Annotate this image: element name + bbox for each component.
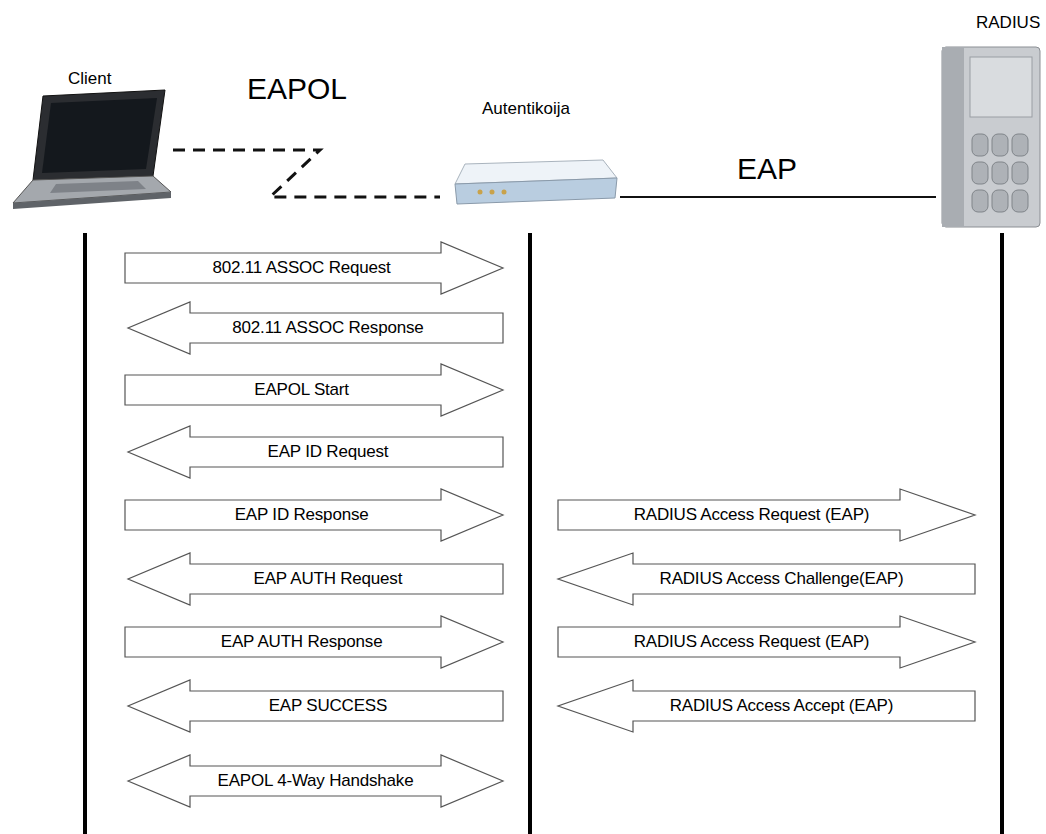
server-vent xyxy=(1012,134,1028,156)
message-label: EAPOL 4-Way Handshake xyxy=(218,766,414,796)
server-vent xyxy=(992,134,1008,156)
server-side xyxy=(942,47,964,227)
server-vent xyxy=(972,162,988,184)
message-label: EAP SUCCESS xyxy=(269,691,387,721)
lifeline xyxy=(528,233,532,834)
message-arrow: RADIUS Access Challenge(EAP) xyxy=(558,553,975,605)
arrow-outline xyxy=(128,680,503,732)
lifeline xyxy=(83,233,87,834)
participant: Autentikoija xyxy=(440,98,620,206)
message-label: RADIUS Access Accept (EAP) xyxy=(670,691,893,721)
server-tower xyxy=(942,47,1040,227)
message-label: EAP AUTH Request xyxy=(254,564,403,594)
link-label: EAPOL xyxy=(245,72,349,106)
message-label: EAP ID Request xyxy=(268,437,389,467)
server-vent xyxy=(992,162,1008,184)
message-arrow: RADIUS Access Accept (EAP) xyxy=(558,680,975,732)
message-label: RADIUS Access Request (EAP) xyxy=(634,500,870,530)
server-vent xyxy=(1012,162,1028,184)
message-label: RADIUS Access Challenge(EAP) xyxy=(660,564,904,594)
arrow-outline xyxy=(558,616,975,668)
arrow-outline xyxy=(125,364,503,416)
router-front xyxy=(455,178,617,204)
server-vent xyxy=(992,190,1008,212)
arrow-outline xyxy=(128,426,503,478)
router-led xyxy=(502,190,507,195)
wired-link xyxy=(620,196,936,198)
wireless-link xyxy=(173,150,440,197)
laptop-screen xyxy=(42,98,157,173)
server-bays xyxy=(970,57,1032,117)
participant-name: RADIUS xyxy=(976,12,1040,34)
arrow-outline xyxy=(558,489,975,541)
laptop-icon xyxy=(8,68,173,210)
arrow-outline xyxy=(558,553,975,605)
participant: RADIUS xyxy=(936,12,1044,230)
message-arrow: RADIUS Access Request (EAP) xyxy=(558,616,975,668)
laptop-edge xyxy=(13,192,171,209)
arrow-outline xyxy=(125,616,503,668)
server-vent xyxy=(972,134,988,156)
message-label: 802.11 ASSOC Response xyxy=(232,313,423,343)
router-led xyxy=(490,190,495,195)
message-arrow: EAPOL Start xyxy=(125,364,503,416)
arrow-outline xyxy=(125,242,503,294)
server-vent xyxy=(1012,190,1028,212)
link-label: EAP xyxy=(735,152,799,186)
message-arrow: 802.11 ASSOC Response xyxy=(128,302,503,354)
arrow-outline xyxy=(558,680,975,732)
arrow-outline xyxy=(128,755,503,807)
message-label: EAP AUTH Response xyxy=(221,627,383,657)
message-arrow: EAP AUTH Response xyxy=(125,616,503,668)
arrow-outline xyxy=(128,302,503,354)
participant: Client xyxy=(8,68,173,210)
arrow-outline xyxy=(125,489,503,541)
message-label: 802.11 ASSOC Request xyxy=(213,253,391,283)
message-label: EAPOL Start xyxy=(254,375,349,405)
message-arrow: EAP ID Request xyxy=(128,426,503,478)
message-label: RADIUS Access Request (EAP) xyxy=(634,627,870,657)
participant-name: Client xyxy=(68,68,111,90)
participant-name: Autentikoija xyxy=(482,98,570,120)
lifeline xyxy=(1000,233,1004,834)
message-label: EAP ID Response xyxy=(235,500,369,530)
message-arrow: EAP ID Response xyxy=(125,489,503,541)
arrow-outline xyxy=(128,553,503,605)
message-arrow: EAP AUTH Request xyxy=(128,553,503,605)
laptop-keyboard xyxy=(50,181,146,193)
message-arrow: EAP SUCCESS xyxy=(128,680,503,732)
laptop-lid xyxy=(33,90,165,180)
router-led xyxy=(478,190,483,195)
message-arrow: RADIUS Access Request (EAP) xyxy=(558,489,975,541)
server-icon xyxy=(936,12,1044,230)
message-arrow: 802.11 ASSOC Request xyxy=(125,242,503,294)
message-arrow: EAPOL 4-Way Handshake xyxy=(128,755,503,807)
server-vent xyxy=(972,190,988,212)
